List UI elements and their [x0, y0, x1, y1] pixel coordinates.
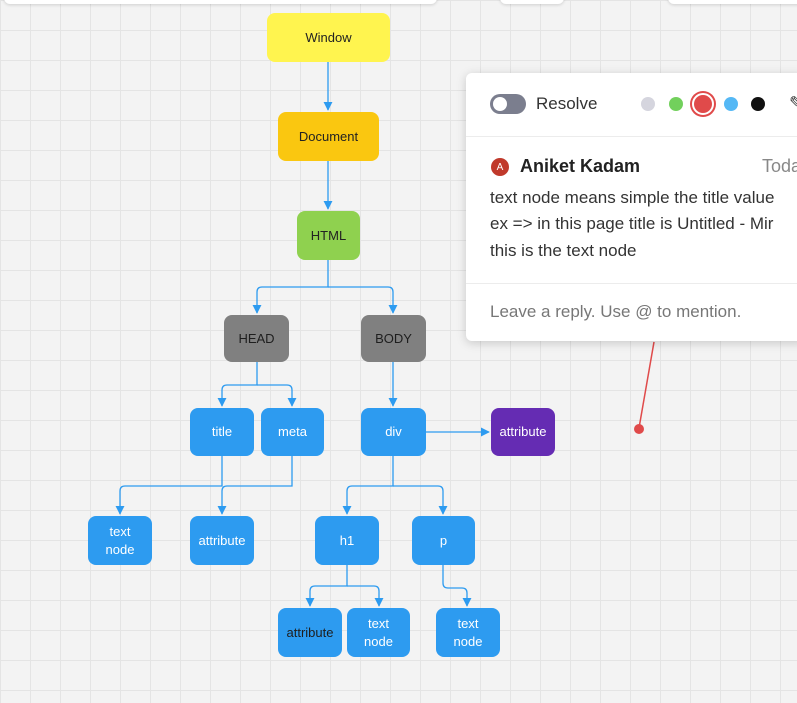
color-option-gray[interactable]: [641, 97, 655, 111]
node-meta-attribute[interactable]: attribute: [190, 516, 254, 565]
avatar: A: [491, 158, 509, 176]
comment-timestamp: Toda: [762, 156, 797, 176]
comment-text-line-2: ex => in this page title is Untitled - M…: [490, 214, 774, 233]
color-option-blue[interactable]: [724, 97, 738, 111]
color-option-red-selected[interactable]: [692, 93, 714, 115]
comment-connector: [634, 341, 655, 434]
node-p-text-node[interactable]: text node: [436, 608, 500, 657]
edge-html-head: [252, 260, 329, 314]
toolbar-fragment-middle: [500, 0, 564, 4]
comment-divider-bottom: [466, 283, 797, 284]
node-document[interactable]: Document: [278, 112, 379, 161]
edge-h1-attribute: [305, 565, 348, 607]
node-h1-text-node[interactable]: text node: [347, 608, 410, 657]
comment-divider-top: [466, 136, 797, 137]
edge-div-p: [393, 485, 448, 515]
reply-input[interactable]: Leave a reply. Use @ to mention.: [490, 302, 742, 321]
node-div[interactable]: div: [361, 408, 426, 456]
node-title-text-node[interactable]: text node: [88, 516, 152, 565]
node-h1[interactable]: h1: [315, 516, 379, 565]
node-head[interactable]: HEAD: [224, 315, 289, 362]
edge-html-body: [328, 286, 398, 314]
edge-h1-textnode: [347, 585, 384, 607]
pencil-icon[interactable]: ✎: [789, 93, 797, 113]
edge-head-title: [217, 362, 258, 407]
toolbar-fragment-left: [4, 0, 437, 4]
color-option-green[interactable]: [669, 97, 683, 111]
node-meta[interactable]: meta: [261, 408, 324, 456]
toggle-knob: [493, 97, 507, 111]
resolve-label: Resolve: [536, 94, 598, 113]
node-div-attribute[interactable]: attribute: [491, 408, 555, 456]
node-p[interactable]: p: [412, 516, 475, 565]
edge-head-meta: [257, 384, 297, 407]
comment-author: Aniket Kadam: [520, 156, 641, 176]
node-html[interactable]: HTML: [297, 211, 360, 260]
comment-pin: [634, 424, 644, 434]
edge-p-textnode: [442, 565, 472, 607]
resolve-toggle[interactable]: [490, 94, 526, 114]
node-title[interactable]: title: [190, 408, 254, 456]
comment-text-line-3: this is the text node: [490, 241, 637, 260]
comment-panel: Resolve ✎ A Aniket Kadam Toda text node …: [466, 73, 797, 341]
edge-title-textnode: [115, 456, 223, 515]
edge-meta-attribute: [217, 456, 293, 515]
node-body[interactable]: BODY: [361, 315, 426, 362]
node-window[interactable]: Window: [267, 13, 390, 62]
comment-text-line-1: text node means simple the title value: [490, 188, 775, 207]
color-option-black[interactable]: [751, 97, 765, 111]
toolbar-fragment-right: [668, 0, 797, 4]
edge-div-h1: [342, 456, 394, 515]
node-h1-attribute[interactable]: attribute: [278, 608, 342, 657]
